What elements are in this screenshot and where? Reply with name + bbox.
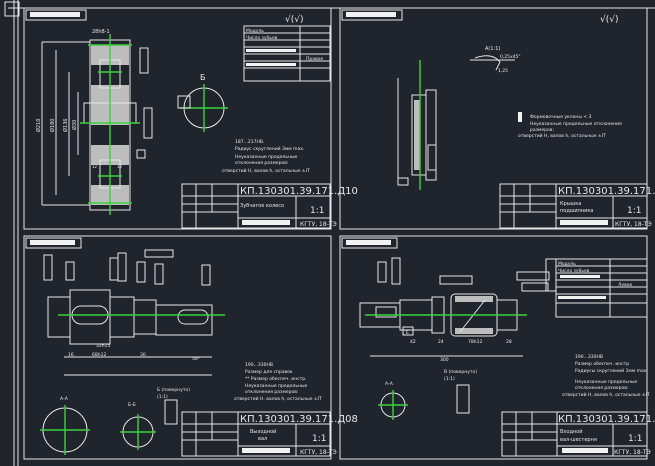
svg-text:Размер обеспеч. инстр: Размер обеспеч. инстр	[575, 361, 629, 367]
svg-text:отклонения размеров:: отклонения размеров:	[575, 386, 628, 391]
svg-text:16: 16	[68, 352, 74, 358]
svg-text:А(1:1): А(1:1)	[485, 46, 500, 52]
svg-text:12: 12	[92, 164, 98, 169]
svg-text:Число зубьев: Число зубьев	[246, 35, 278, 41]
svg-text:Ø180: Ø180	[49, 119, 56, 132]
svg-text:1,25: 1,25	[498, 68, 508, 74]
svg-text:Б: Б	[200, 73, 206, 82]
svg-text:Радиус скруглений 3мм max.: Радиус скруглений 3мм max.	[235, 145, 304, 152]
svg-text:Ø30: Ø30	[71, 120, 78, 130]
shaft-main-view	[359, 257, 550, 357]
svg-text:отверстий Н, валов h, остальны: отверстий Н, валов h, остальные ±IT	[222, 167, 310, 174]
svg-text:78h12: 78h12	[468, 339, 482, 345]
roughness-symbol: √(√)	[285, 14, 304, 25]
sheet-bearing-cap[interactable]: √(√) А(1:1) 0,25x45° 1,25 Формовочные ук…	[339, 7, 655, 230]
svg-text:Правое: Правое	[306, 56, 323, 62]
svg-text:Модуль: Модуль	[246, 28, 264, 34]
svg-text:** Размер обеспеч. инстр.: ** Размер обеспеч. инстр.	[245, 376, 307, 382]
svg-text:А-А: А-А	[385, 381, 394, 387]
gear-parameter-table	[545, 258, 648, 318]
svg-text:(1:1): (1:1)	[444, 376, 455, 382]
svg-text:Б (повернуто): Б (повернуто)	[157, 387, 190, 393]
svg-text:КП.130301.39.171.Д06: КП.130301.39.171.Д06	[558, 186, 655, 197]
svg-text:Крышка: Крышка	[560, 201, 581, 207]
svg-text:вал: вал	[258, 436, 267, 442]
technical-notes: 187...217НВ. Радиус скруглений 3мм max. …	[222, 139, 310, 174]
svg-text:Число зубьев: Число зубьев	[558, 268, 590, 274]
svg-text:Формовочные уклоны < 3: Формовочные уклоны < 3	[530, 114, 592, 120]
svg-text:отверстий Н, валов h, остальны: отверстий Н, валов h, остальные ±IT	[234, 395, 322, 402]
svg-text:Неуказанные предельные отклоне: Неуказанные предельные отклонения	[530, 121, 622, 127]
svg-text:24: 24	[438, 339, 444, 345]
svg-text:56*: 56*	[192, 356, 201, 362]
svg-text:1:1: 1:1	[628, 434, 642, 444]
svg-text:Б-Б: Б-Б	[128, 402, 136, 408]
technical-notes: 190...330НВ Размер обеспеч. инстр Радиус…	[562, 354, 650, 398]
svg-text:30: 30	[140, 352, 146, 358]
svg-text:А-А: А-А	[60, 396, 69, 402]
svg-text:Левое: Левое	[618, 282, 633, 288]
svg-text:Зубчатое колесо: Зубчатое колесо	[240, 203, 284, 209]
svg-text:1:1: 1:1	[312, 434, 326, 444]
gear-parameter-table	[243, 25, 331, 82]
svg-text:В (повернуто): В (повернуто)	[444, 369, 477, 375]
gear-section-view	[41, 34, 140, 215]
svg-text:отверстий Н, валов h, остальны: отверстий Н, валов h, остальные ±IT	[562, 391, 650, 398]
title-block: КП.130301.39.171.Д08 Выходной вал 1:1 КГ…	[181, 411, 358, 457]
svg-text:КП.130301.39.171.Д09: КП.130301.39.171.Д09	[558, 414, 655, 425]
sheet-input-pinion-shaft[interactable]: 42 24 78h12 28 300 А-А В (повернуто) (1:…	[339, 235, 655, 460]
svg-text:(1:1): (1:1)	[157, 394, 168, 400]
cap-section-view	[397, 60, 437, 190]
svg-text:КГТУ, 18-ТЭ: КГТУ, 18-ТЭ	[614, 449, 651, 456]
svg-text:42: 42	[410, 339, 416, 345]
section-views	[378, 384, 470, 420]
section-views	[40, 399, 178, 455]
technical-notes: Формовочные уклоны < 3 Неуказанные преде…	[518, 112, 622, 139]
svg-text:Ø210: Ø210	[35, 119, 42, 132]
svg-text:300: 300	[440, 357, 449, 363]
sheet-gear-wheel[interactable]: √(√) 28h8-1 Ø210 Ø180 Ø136 Ø30 12 12	[23, 7, 358, 230]
svg-text:32h15: 32h15	[96, 343, 110, 349]
roughness-symbol: √(√)	[600, 14, 619, 25]
shaft-main-view	[43, 249, 225, 376]
technical-notes: 190...330НВ Размер для справок ** Размер…	[234, 362, 322, 402]
section-b-view	[177, 84, 228, 132]
svg-text:Неуказанные предельные: Неуказанные предельные	[575, 379, 638, 385]
svg-text:вал-шестерня: вал-шестерня	[560, 437, 597, 443]
svg-text:размеров:: размеров:	[530, 128, 554, 133]
svg-text:КГТУ, 18-ТЭ: КГТУ, 18-ТЭ	[300, 221, 337, 228]
svg-text:Выходной: Выходной	[250, 428, 276, 435]
svg-text:отверстий Н, валов h, остальны: отверстий Н, валов h, остальные ±IT	[518, 132, 606, 139]
svg-text:КГТУ, 18-ТЭ: КГТУ, 18-ТЭ	[300, 449, 337, 456]
svg-text:Входной: Входной	[560, 428, 582, 435]
svg-text:подшипника: подшипника	[560, 208, 593, 214]
svg-text:0,25x45°: 0,25x45°	[500, 54, 521, 60]
svg-text:190...330НВ: 190...330НВ	[575, 354, 603, 360]
svg-text:Неуказанные предельные: Неуказанные предельные	[235, 154, 298, 160]
title-block: КП.130301.39.171.Д09 Входной вал-шестерн…	[501, 411, 655, 457]
svg-text:отклонения размеров:: отклонения размеров:	[235, 161, 288, 166]
svg-text:отклонения размеров:: отклонения размеров:	[245, 390, 298, 395]
svg-text:Размер для справок: Размер для справок	[245, 369, 293, 375]
title-block: КП.130301.39.171.Д06 Крышка подшипника 1…	[499, 183, 655, 229]
sheet-output-shaft[interactable]: 16 68h12 32h15 30 56* Б (повернуто) (1:1…	[23, 235, 358, 460]
svg-text:68h12: 68h12	[92, 352, 106, 358]
svg-text:КГТУ, 18-ТЭ: КГТУ, 18-ТЭ	[615, 221, 652, 228]
svg-text:Е: Е	[406, 330, 409, 336]
svg-text:28h8-1: 28h8-1	[92, 29, 110, 35]
svg-text:187...217НВ.: 187...217НВ.	[235, 139, 264, 145]
svg-text:Ø136: Ø136	[62, 119, 69, 132]
svg-text:КП.130301.39.171.Д10: КП.130301.39.171.Д10	[240, 186, 358, 197]
svg-text:1:1: 1:1	[627, 206, 641, 216]
svg-text:28: 28	[506, 339, 512, 345]
svg-text:190...330НВ: 190...330НВ	[245, 362, 273, 368]
svg-text:Модуль: Модуль	[558, 261, 576, 267]
title-block: КП.130301.39.171.Д10 Зубчатое колесо 1:1…	[181, 183, 358, 229]
svg-text:КП.130301.39.171.Д08: КП.130301.39.171.Д08	[240, 414, 358, 425]
svg-text:Радиусы скруглений 1мм max: Радиусы скруглений 1мм max	[575, 367, 647, 374]
svg-text:1:1: 1:1	[310, 206, 324, 216]
svg-text:12: 12	[117, 164, 123, 169]
svg-text:Неуказанные предельные: Неуказанные предельные	[245, 383, 308, 389]
detail-a-view	[470, 55, 515, 71]
